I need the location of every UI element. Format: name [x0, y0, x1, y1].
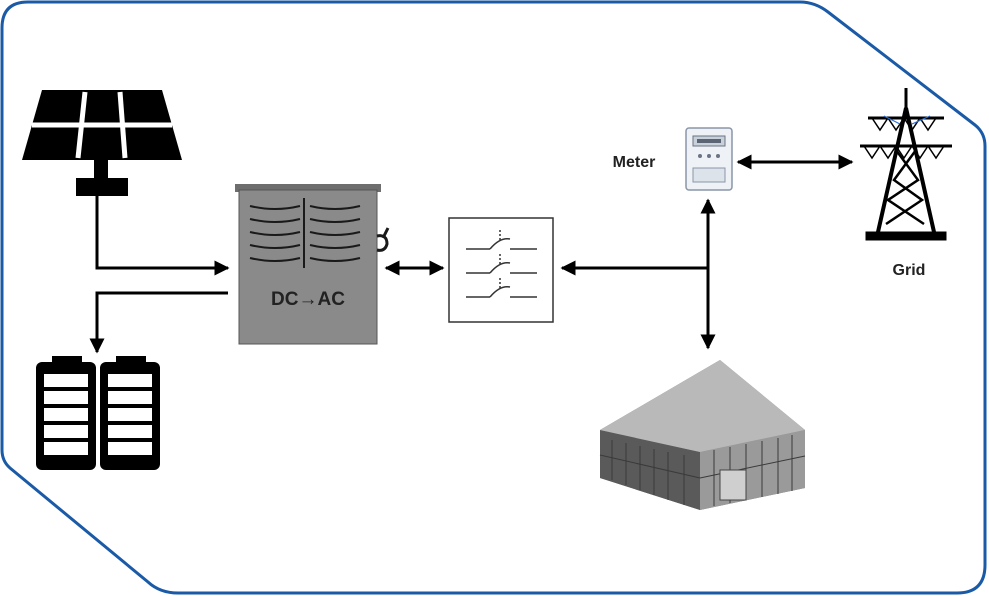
solar-to-inverter-arrow: [95, 196, 230, 276]
grid-label: Grid: [893, 262, 926, 279]
electric-meter-icon: [685, 127, 733, 191]
inverter-to-battery-arrow: [89, 291, 228, 354]
transmission-tower-icon: [860, 88, 952, 241]
building-icon: [599, 360, 806, 510]
meter-label: Meter: [613, 154, 656, 171]
inverter-icon: DC→AC: [235, 184, 390, 345]
inverter-label: DC→AC: [271, 289, 345, 310]
battery-icon: [36, 356, 160, 470]
switch-panel-icon: [448, 217, 554, 323]
solar-panel-icon: [22, 90, 182, 196]
